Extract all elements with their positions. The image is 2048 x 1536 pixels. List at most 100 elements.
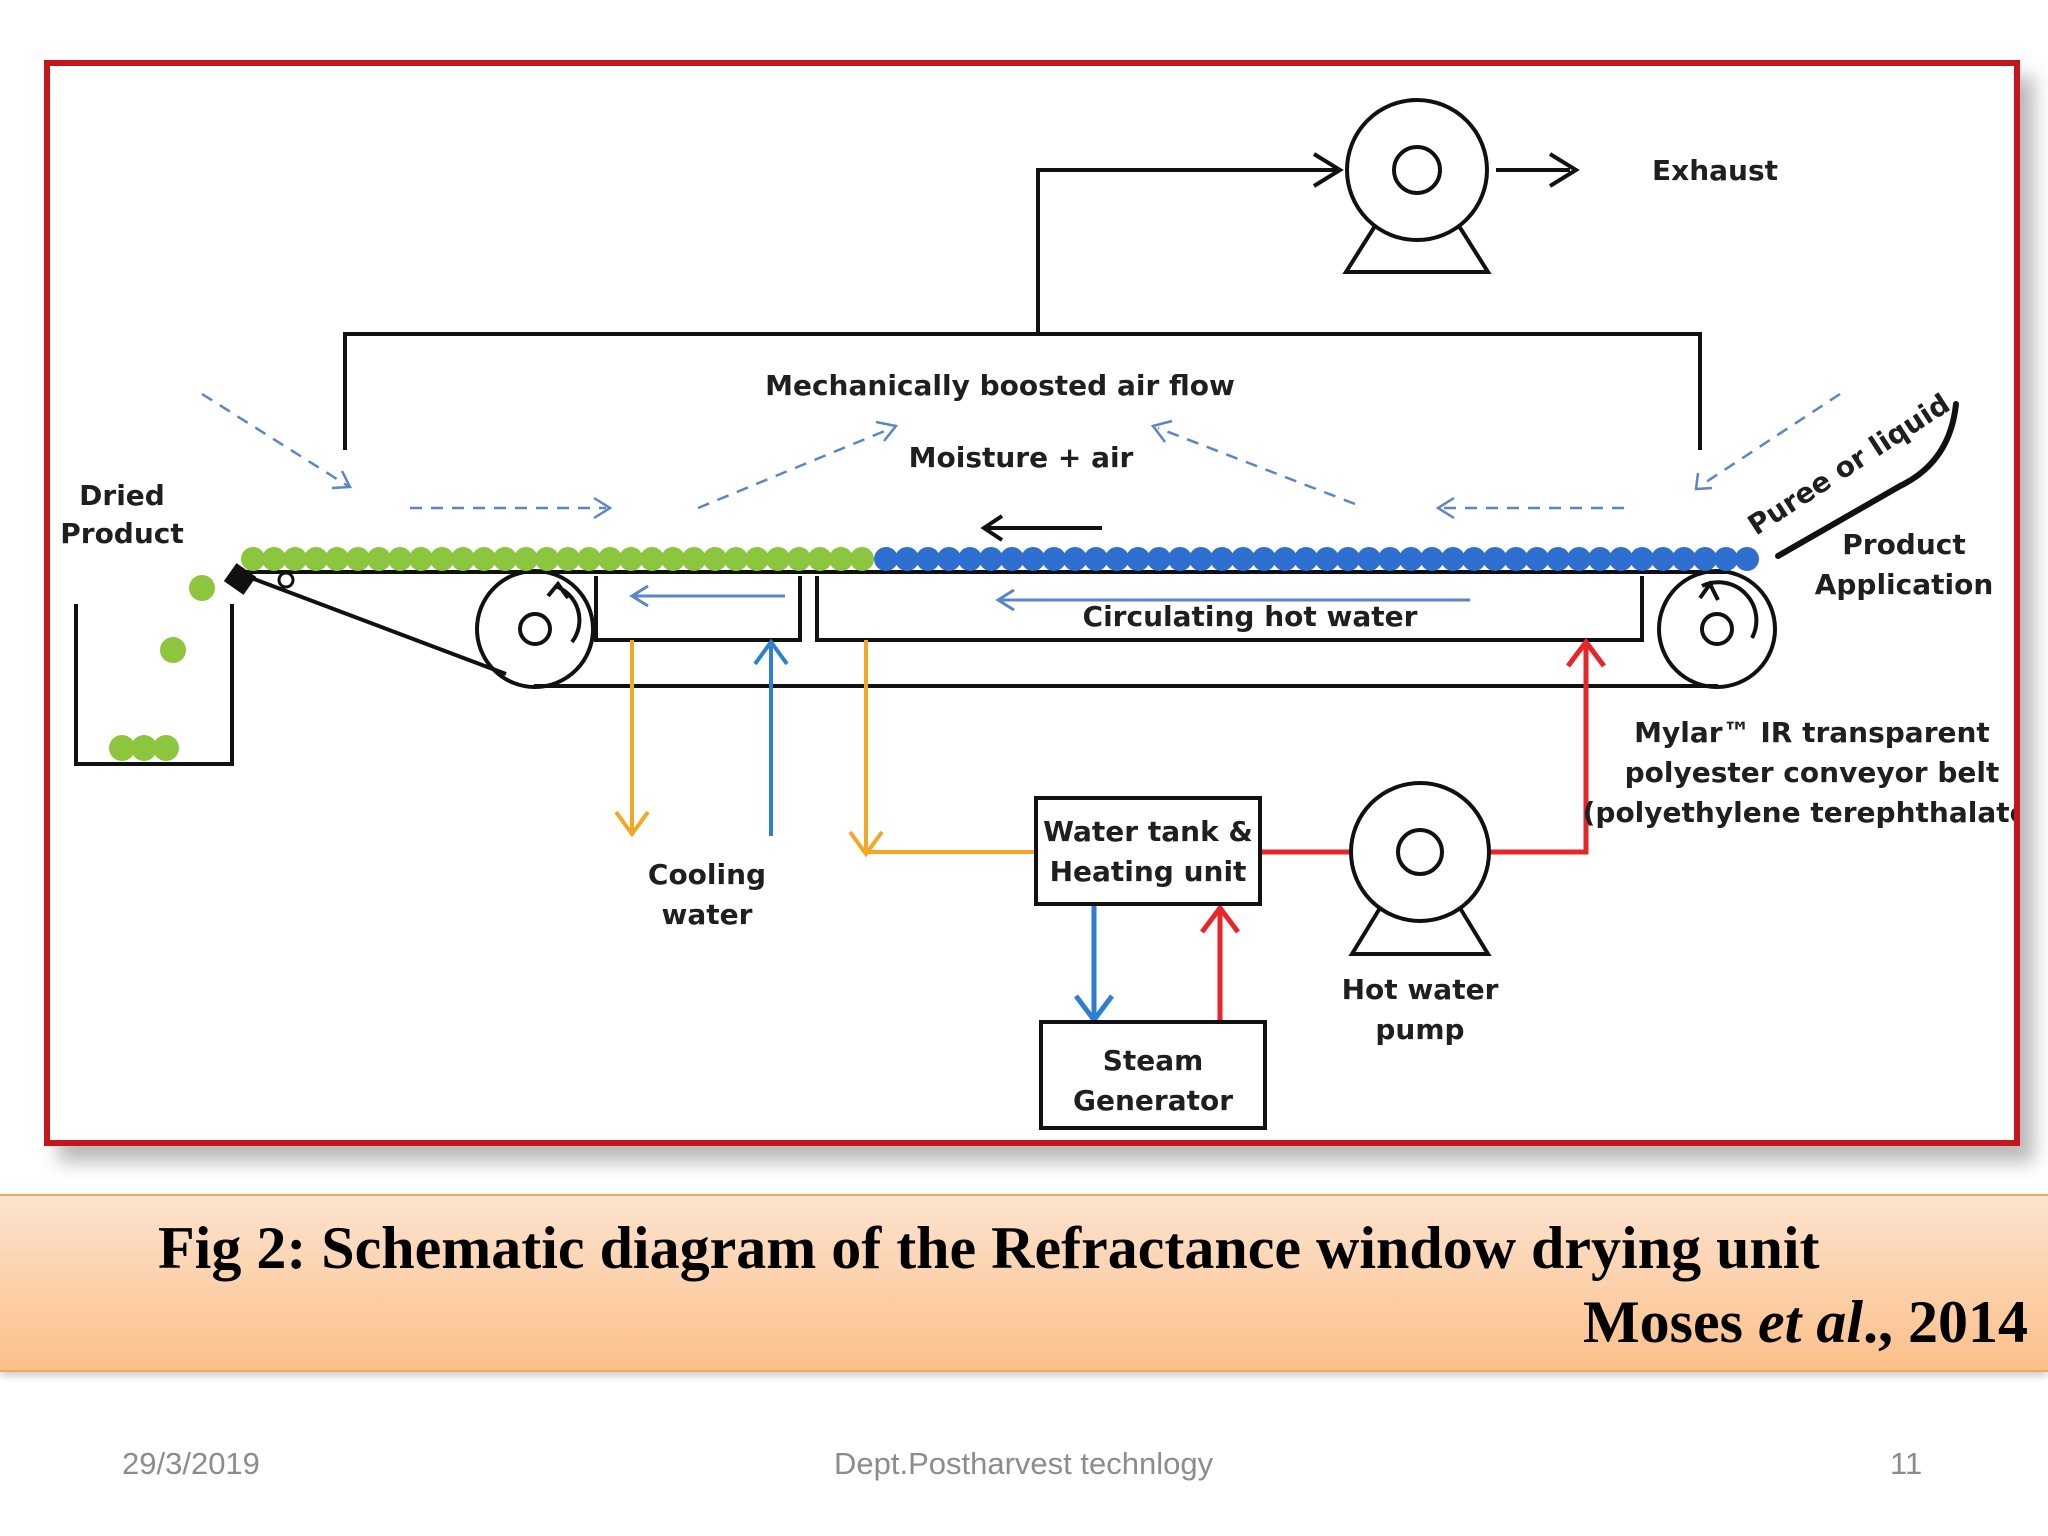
- belt-label-2: polyester conveyor belt: [1625, 756, 2000, 789]
- product-bead: [1273, 547, 1297, 571]
- return-water-line: [848, 640, 1036, 858]
- product-bead: [1399, 547, 1423, 571]
- product-bead: [619, 547, 643, 571]
- product-bead: [1630, 547, 1654, 571]
- cooling-bath: [594, 576, 802, 642]
- product-bead: [1294, 547, 1318, 571]
- product-bead: [682, 547, 706, 571]
- product-bead: [787, 547, 811, 571]
- product-bead: [766, 547, 790, 571]
- product-bead: [724, 547, 748, 571]
- footer-date: 29/3/2019: [122, 1446, 260, 1481]
- diagram-frame: Exhaust Mechanically boosted air flow Mo…: [44, 60, 2020, 1146]
- product-bead: [1231, 547, 1255, 571]
- product-bead: [1126, 547, 1150, 571]
- hot-water-pump-icon: [1348, 781, 1492, 956]
- product-bead: [1672, 547, 1696, 571]
- product-bead: [388, 547, 412, 571]
- circulating-water-label: Circulating hot water: [1083, 600, 1418, 633]
- hot-water-bath: [815, 576, 1644, 642]
- footer-department: Dept.Postharvest technlogy: [834, 1446, 1214, 1481]
- product-bead: [1021, 547, 1045, 571]
- product-bead: [1084, 547, 1108, 571]
- product-bead: [1441, 547, 1465, 571]
- product-bead: [262, 547, 286, 571]
- product-bead: [1210, 547, 1234, 571]
- exhaust-fan-icon: [1342, 98, 1492, 274]
- water-tank-label-2: Heating unit: [1050, 855, 1247, 888]
- footer-page-number: 11: [1890, 1446, 1923, 1481]
- belt-direction-arrow: [980, 514, 1102, 542]
- product-bead: [829, 547, 853, 571]
- drying-unit-schematic: Exhaust Mechanically boosted air flow Mo…: [60, 98, 2014, 1130]
- water-tank-label-1: Water tank &: [1043, 815, 1253, 848]
- product-bead: [1252, 547, 1276, 571]
- figure-credit: Moses et al., 2014: [1583, 1288, 2028, 1357]
- belt-label-1: Mylar™ IR transparent: [1634, 716, 1990, 749]
- product-bead: [1567, 547, 1591, 571]
- product-bead: [1651, 547, 1675, 571]
- scraper-blade-icon: [223, 563, 295, 595]
- product-bead: [577, 547, 601, 571]
- cooling-water-label-1: Cooling: [648, 858, 766, 891]
- water-flow-arrows: [629, 584, 1470, 612]
- air-flow-arrows: [201, 392, 1841, 510]
- product-bead: [850, 547, 874, 571]
- credit-author: Moses: [1583, 1289, 1759, 1355]
- product-application-label-2: Application: [1815, 568, 1994, 601]
- product-bead: [160, 637, 186, 663]
- steam-generator-label-2: Generator: [1073, 1084, 1233, 1117]
- product-bead: [1525, 547, 1549, 571]
- product-bead: [346, 547, 370, 571]
- product-bead: [979, 547, 1003, 571]
- product-bead: [1735, 547, 1759, 571]
- product-application-label-1: Product: [1842, 528, 1966, 561]
- dried-product-beads: [241, 547, 874, 571]
- pump-label-2: pump: [1375, 1013, 1464, 1046]
- product-bead: [808, 547, 832, 571]
- pump-label-1: Hot water: [1342, 973, 1499, 1006]
- credit-year: ., 2014: [1863, 1289, 2028, 1355]
- cooling-water-lines: [614, 638, 789, 838]
- product-bead: [514, 547, 538, 571]
- steam-generator-label-1: Steam: [1103, 1044, 1204, 1077]
- product-bead: [556, 547, 580, 571]
- product-bead: [1714, 547, 1738, 571]
- product-bead: [241, 547, 265, 571]
- product-bead: [1357, 547, 1381, 571]
- exhaust-label: Exhaust: [1652, 154, 1778, 187]
- product-bead: [1189, 547, 1213, 571]
- product-bead: [640, 547, 664, 571]
- wet-product-beads: [874, 547, 1759, 571]
- product-bead: [304, 547, 328, 571]
- conveyor-belt: [245, 570, 1728, 688]
- product-bead: [283, 547, 307, 571]
- product-bead: [1105, 547, 1129, 571]
- product-bead: [131, 735, 157, 761]
- product-bead: [916, 547, 940, 571]
- product-bead: [1147, 547, 1171, 571]
- product-bead: [1693, 547, 1717, 571]
- product-bead: [1315, 547, 1339, 571]
- moisture-label: Moisture + air: [909, 441, 1134, 474]
- water-tank-box: [1034, 796, 1262, 906]
- product-bead: [1462, 547, 1486, 571]
- product-bead: [1000, 547, 1024, 571]
- product-bead: [1042, 547, 1066, 571]
- product-bead: [1588, 547, 1612, 571]
- steam-lines: [1074, 903, 1240, 1025]
- product-bead: [958, 547, 982, 571]
- product-bead: [1483, 547, 1507, 571]
- dried-product-label-1: Dried: [79, 479, 165, 512]
- product-bead: [1546, 547, 1570, 571]
- product-bead: [493, 547, 517, 571]
- product-bead: [451, 547, 475, 571]
- exhaust-duct: [343, 152, 1702, 450]
- feed-chute: [1775, 401, 1959, 559]
- cooling-water-label-2: water: [662, 898, 753, 931]
- product-bead: [937, 547, 961, 571]
- falling-product-beads: [109, 575, 215, 761]
- product-bead: [1063, 547, 1087, 571]
- product-bead: [703, 547, 727, 571]
- product-bead: [472, 547, 496, 571]
